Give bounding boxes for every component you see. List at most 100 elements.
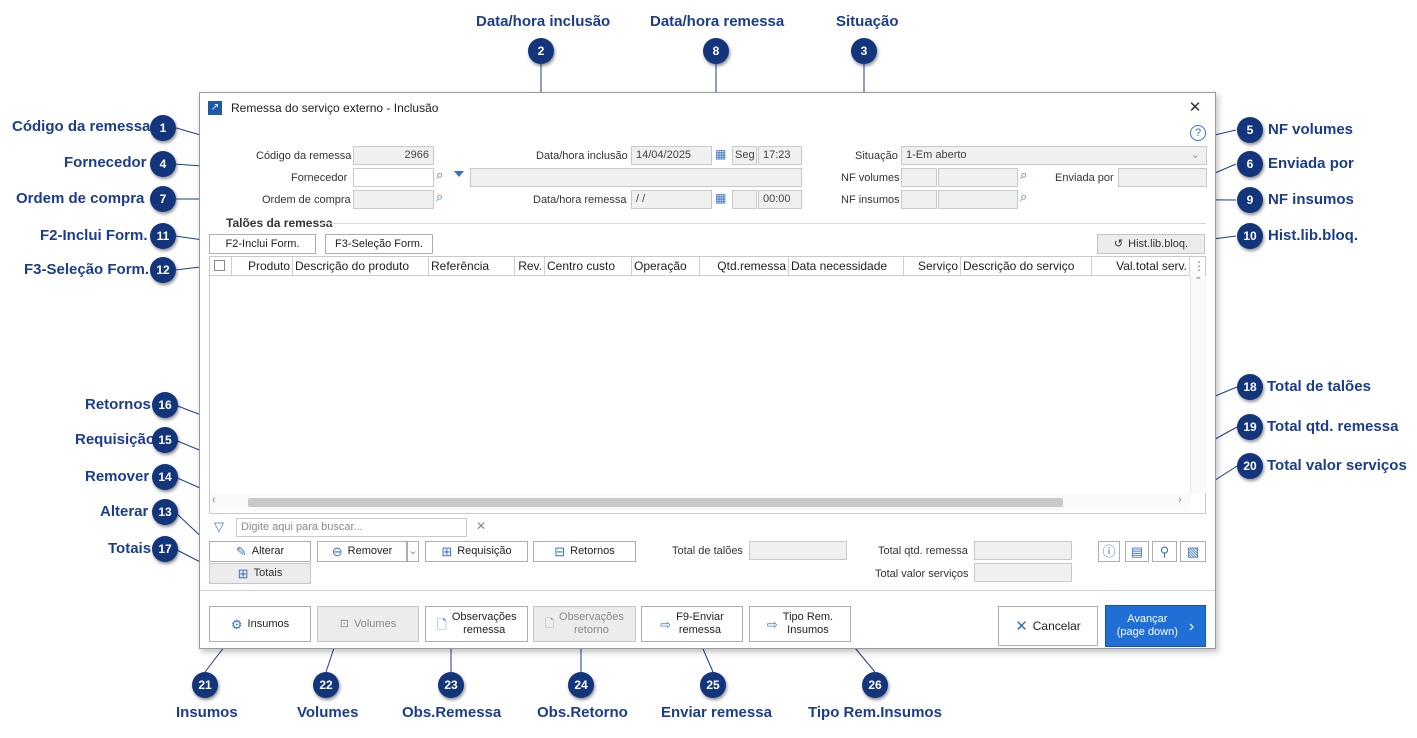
f2-inclui-form-button[interactable]: F2-Inclui Form. bbox=[209, 234, 316, 254]
search-icon[interactable]: ⌕ bbox=[436, 167, 444, 182]
tipo-rem-insumos-button[interactable]: ⇨ Tipo Rem.Insumos bbox=[749, 606, 851, 642]
column-header[interactable]: Referência bbox=[429, 257, 515, 276]
dt-remessa-time-field[interactable]: 00:00 bbox=[758, 190, 802, 209]
total-valor-label: Total valor serviços bbox=[875, 568, 969, 580]
scroll-left-icon[interactable]: ‹ bbox=[212, 494, 216, 506]
column-menu-icon[interactable]: ⋮ bbox=[1193, 259, 1205, 273]
taloes-grid[interactable]: Produto Descrição do produto Referência … bbox=[209, 256, 1206, 514]
callout-label-3: Situação bbox=[836, 13, 899, 30]
horizontal-scrollbar[interactable]: ‹ › bbox=[210, 493, 1190, 511]
volumes-button[interactable]: ⊡ Volumes bbox=[317, 606, 419, 642]
nf-volumes-number-field[interactable] bbox=[938, 168, 1018, 187]
search-icon[interactable]: ⌕ bbox=[1020, 189, 1028, 204]
column-header[interactable]: Produto bbox=[232, 257, 293, 276]
section-title: Talões da remessa bbox=[226, 216, 333, 230]
cancelar-button[interactable]: ✕Cancelar bbox=[998, 606, 1098, 646]
dt-inclusao-time-field[interactable]: 17:23 bbox=[758, 146, 802, 165]
retornos-button[interactable]: ⊟ Retornos bbox=[533, 541, 636, 562]
alterar-button[interactable]: ✎Alterar bbox=[209, 541, 311, 562]
grid-header: Produto Descrição do produto Referência … bbox=[210, 257, 1190, 276]
column-header[interactable]: Data necessidade bbox=[789, 257, 904, 276]
nf-insumos-serie-field[interactable] bbox=[901, 190, 937, 209]
cancelar-label: Cancelar bbox=[1032, 618, 1081, 633]
column-header[interactable]: Serviço bbox=[904, 257, 961, 276]
column-header[interactable]: Descrição do produto bbox=[293, 257, 429, 276]
situacao-select[interactable]: 1-Em aberto ⌄ bbox=[901, 146, 1207, 165]
callout-label-20: Total valor serviços bbox=[1267, 457, 1407, 474]
fornecedor-label: Fornecedor bbox=[291, 172, 348, 184]
nf-insumos-number-field[interactable] bbox=[938, 190, 1018, 209]
callout-label-12: F3-Seleção Form. bbox=[24, 261, 150, 278]
obs-remessa-line-2: remessa bbox=[463, 624, 506, 636]
callout-badge-5: 5 bbox=[1237, 117, 1263, 143]
totais-button[interactable]: ⊞Totais bbox=[209, 563, 311, 584]
column-header[interactable]: Operação bbox=[632, 257, 700, 276]
hist-lib-bloq-button[interactable]: ↺Hist.lib.bloq. bbox=[1097, 234, 1205, 254]
vertical-scrollbar[interactable]: ⌃ bbox=[1190, 276, 1206, 493]
callout-label-19: Total qtd. remessa bbox=[1267, 418, 1399, 435]
select-all-checkbox[interactable] bbox=[210, 257, 232, 276]
callout-label-17: Totais bbox=[108, 540, 152, 557]
avancar-label: Avançar(page down) bbox=[1117, 613, 1178, 639]
fornecedor-code-input[interactable] bbox=[353, 168, 434, 187]
callout-badge-16: 16 bbox=[152, 392, 178, 418]
scroll-up-icon[interactable]: ⌃ bbox=[1194, 276, 1203, 287]
callout-badge-15: 15 bbox=[152, 427, 178, 453]
calendar-icon[interactable]: ▦ bbox=[715, 191, 727, 205]
callout-badge-22: 22 bbox=[313, 672, 339, 698]
codigo-field[interactable]: 2966 bbox=[353, 146, 434, 165]
column-header[interactable]: Qtd.remessa bbox=[700, 257, 789, 276]
remover-button[interactable]: ⊖Remover bbox=[317, 541, 407, 562]
nf-volumes-serie-field[interactable] bbox=[901, 168, 937, 187]
avancar-button[interactable]: Avançar(page down) › bbox=[1105, 605, 1206, 647]
f3-selecao-form-button[interactable]: F3-Seleção Form. bbox=[325, 234, 433, 254]
excel-export-icon[interactable]: ▧ bbox=[1180, 541, 1206, 562]
f9-line-1: F9-Enviar bbox=[676, 611, 724, 623]
caret-down-icon[interactable] bbox=[454, 171, 464, 177]
callout-badge-26: 26 bbox=[862, 672, 888, 698]
scroll-thumb[interactable] bbox=[248, 498, 1063, 507]
callout-label-11: F2-Inclui Form. bbox=[40, 227, 148, 244]
total-qtd-label: Total qtd. remessa bbox=[878, 545, 968, 557]
retornos-label: Retornos bbox=[570, 545, 615, 557]
column-header[interactable]: Centro custo bbox=[545, 257, 632, 276]
search-icon[interactable]: ⌕ bbox=[1020, 167, 1028, 182]
filter-icon[interactable]: ▽ bbox=[214, 519, 224, 534]
search-input[interactable]: Digite aqui para buscar... bbox=[236, 518, 467, 537]
callout-label-4: Fornecedor bbox=[64, 154, 147, 171]
alterar-label: Alterar bbox=[251, 545, 285, 557]
dt-inclusao-date-field[interactable]: 14/04/2025 bbox=[631, 146, 712, 165]
ordem-field[interactable] bbox=[353, 190, 434, 209]
column-header[interactable]: Rev. bbox=[515, 257, 545, 276]
remover-dropdown[interactable]: ⌄ bbox=[407, 541, 419, 562]
callout-badge-18: 18 bbox=[1237, 374, 1263, 400]
column-header[interactable]: Descrição do serviço bbox=[961, 257, 1092, 276]
clear-search-icon[interactable]: ✕ bbox=[476, 519, 487, 533]
volumes-label: Volumes bbox=[354, 617, 397, 630]
callout-badge-8: 8 bbox=[703, 38, 729, 64]
insumos-button[interactable]: ⚙Insumos bbox=[209, 606, 311, 642]
obs-retorno-line-1: Observações bbox=[559, 611, 624, 623]
dt-remessa-date-field[interactable]: / / bbox=[631, 190, 712, 209]
callout-badge-6: 6 bbox=[1237, 151, 1263, 177]
volumes-icon: ⊡ bbox=[339, 617, 349, 630]
layout-icon[interactable]: ▤ bbox=[1125, 541, 1149, 562]
calendar-icon[interactable]: ▦ bbox=[715, 147, 727, 161]
requisicao-button[interactable]: ⊞Requisição bbox=[425, 541, 528, 562]
scroll-right-icon[interactable]: › bbox=[1178, 494, 1182, 506]
hist-lib-bloq-label: Hist.lib.bloq. bbox=[1128, 237, 1189, 250]
close-icon[interactable]: ✕ bbox=[1188, 99, 1202, 116]
callout-label-2: Data/hora inclusão bbox=[476, 13, 611, 30]
return-icon: ⊟ bbox=[554, 544, 566, 559]
binoculars-icon[interactable]: ⚲ bbox=[1152, 541, 1177, 562]
info-icon[interactable]: ⓘ bbox=[1098, 541, 1120, 562]
help-icon[interactable]: ? bbox=[1190, 125, 1206, 141]
total-taloes-field bbox=[749, 541, 847, 560]
tipo-line-1: Tipo Rem. bbox=[782, 611, 834, 623]
column-header[interactable]: Val.total serv. bbox=[1092, 257, 1190, 276]
callout-label-8: Data/hora remessa bbox=[650, 13, 785, 30]
search-icon[interactable]: ⌕ bbox=[436, 189, 444, 204]
